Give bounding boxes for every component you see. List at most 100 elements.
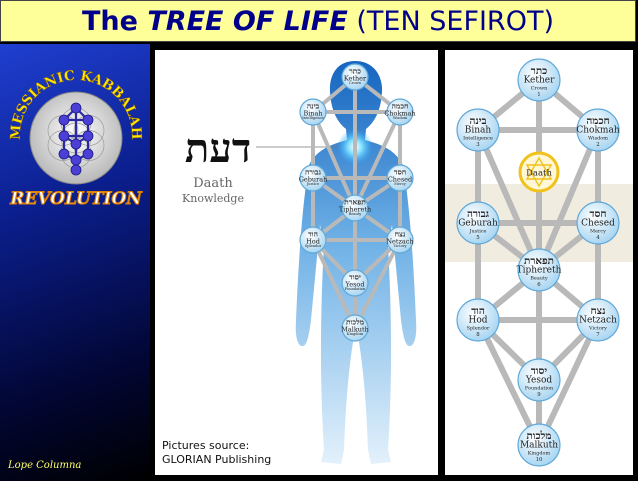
star-of-david-icon-inner — [525, 164, 553, 188]
tree-yesod-meaning: Foundation — [525, 385, 554, 391]
body-malkuth-meaning: Kingdom — [347, 332, 364, 336]
tree-netzach-name: Netzach — [579, 316, 617, 326]
tree-sphere-kether — [517, 58, 561, 102]
daath-node-label: Daath — [526, 169, 552, 179]
daath-meaning: Knowledge — [182, 192, 244, 205]
body-sphere-yesod — [341, 269, 369, 297]
credit-line-1: Pictures source: — [162, 439, 250, 452]
body-sphere-malkuth — [341, 314, 369, 342]
tree-geburah-hebrew: גבורה — [467, 208, 490, 220]
picture-credit: Pictures source: GLORIAN Publishing — [162, 439, 271, 467]
body-tree-diagram: דעת Daath Knowledge כתרKetherCrownחכמהCh… — [182, 61, 417, 464]
body-sphere-kether — [341, 63, 369, 91]
body-binah-meaning: Intelligence — [302, 116, 323, 120]
tree-binah-name: Binah — [465, 126, 492, 136]
body-path-hod-malkuth — [311, 239, 357, 329]
tree-malkuth-meaning: Kingdom — [528, 450, 551, 456]
daath-label: Daath — [193, 176, 233, 191]
body-sphere-tiphereth — [341, 194, 369, 222]
tree-tiphereth-hebrew: תפארת — [524, 255, 554, 267]
tree-of-life-icon — [58, 102, 94, 176]
body-chesed-meaning: Mercy — [394, 182, 405, 186]
body-chesed-name: Chesed — [388, 175, 412, 183]
body-tiphereth-name: Tiphereth — [339, 205, 371, 213]
left-banner: MESSIANIC KABBALAH REVOLUTION Lope Colum… — [0, 44, 150, 481]
title-prefix: The — [82, 5, 148, 37]
tree-daath-node[interactable]: Daath — [518, 151, 560, 193]
tree-kether-meaning: Crown — [531, 85, 548, 91]
body-netzach-hebrew: נצח — [395, 230, 406, 239]
body-netzach-name: Netzach — [386, 237, 413, 245]
tree-sphere-tiphereth — [517, 248, 561, 292]
body-malkuth-name: Malkuth — [341, 325, 369, 333]
tree-malkuth-number: 10 — [536, 457, 543, 463]
body-yesod-name: Yesod — [345, 280, 365, 288]
body-tiphereth-meaning: Beauty — [349, 212, 362, 216]
title-suffix: (TEN SEFIROT) — [347, 5, 554, 37]
tree-sphere-binah — [456, 108, 500, 152]
tree-path-chokmah-tiphereth — [536, 128, 601, 272]
body-malkuth-hebrew: מלכות — [346, 318, 365, 327]
body-hod-hebrew: הוד — [308, 230, 318, 239]
body-tiphereth-hebrew: תפארת — [344, 198, 366, 207]
tree-chesed-number: 4 — [596, 235, 600, 241]
tree-hod-name: Hod — [468, 316, 487, 326]
tree-sphere-geburah — [456, 201, 500, 245]
tree-chokmah-number: 2 — [596, 142, 599, 148]
body-sphere-geburah — [299, 164, 327, 192]
tree-kether-hebrew: כתר — [531, 65, 547, 77]
star-of-david-icon — [525, 156, 553, 180]
author-signature: Lope Columna — [8, 460, 82, 471]
tree-netzach-meaning: Victory — [588, 325, 607, 331]
body-chokmah-hebrew: חכמה — [392, 102, 409, 111]
tree-sphere-hod — [456, 298, 500, 342]
body-binah-name: Binah — [303, 109, 322, 117]
tree-netzach-hebrew: נצח — [591, 305, 606, 317]
daath-hebrew: דעת — [185, 125, 251, 172]
body-hod-name: Hod — [306, 237, 320, 245]
tree-tiphereth-number: 6 — [537, 282, 541, 288]
body-hod-meaning: Splendor — [305, 244, 322, 248]
daath-sphere — [518, 151, 560, 193]
tree-tiphereth-name: Tiphereth — [517, 266, 562, 276]
tree-kether-name: Kether — [524, 76, 556, 86]
tree-chokmah-name: Chokmah — [576, 126, 619, 136]
tree-sphere-yesod — [517, 358, 561, 402]
body-sphere-chokmah — [386, 98, 414, 126]
tree-hod-meaning: Splendor — [467, 325, 490, 331]
credit-line-2: GLORIAN Publishing — [162, 453, 272, 466]
title-bar: The TREE OF LIFE (TEN SEFIROT) — [0, 0, 636, 42]
tree-path-hod-malkuth — [475, 318, 542, 447]
body-path-netzach-malkuth — [353, 239, 402, 329]
tree-geburah-number: 5 — [476, 235, 480, 241]
tree-path-netzach-malkuth — [536, 318, 601, 447]
tree-chesed-meaning: Mercy — [590, 228, 606, 234]
tree-sphere-chesed — [576, 201, 620, 245]
title-emphasis: TREE OF LIFE — [147, 5, 348, 37]
body-sphere-hod — [299, 226, 327, 254]
body-netzach-meaning: Victory — [393, 244, 407, 248]
